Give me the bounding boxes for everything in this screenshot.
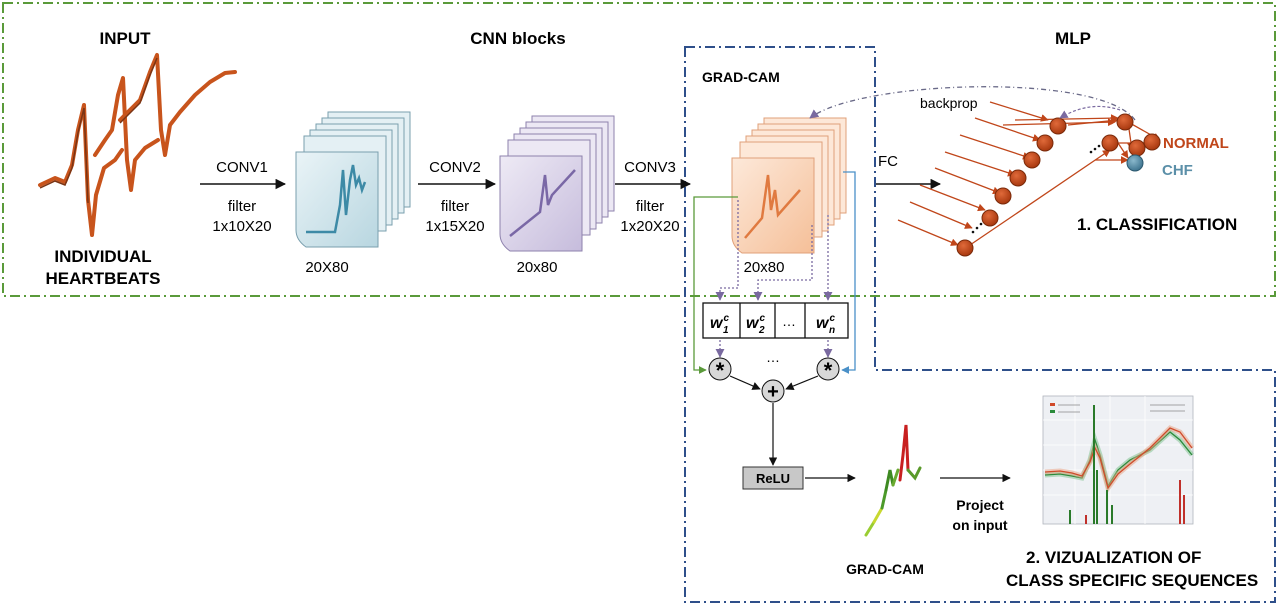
conv1-filter-label: filter: [228, 198, 256, 215]
conv3-feature-maps: [731, 117, 847, 254]
multn-to-sum: [785, 375, 819, 391]
multiply-node-1: [708, 357, 732, 381]
multiply-node-n: [816, 357, 840, 381]
conv2-filter-size: 1x15X20: [425, 218, 484, 235]
header-input: INPUT: [100, 29, 152, 48]
multiply-symbol-1: *: [716, 358, 725, 383]
weight-vector: [702, 302, 849, 339]
fc-label: FC: [878, 153, 898, 170]
sum-symbol: +: [767, 381, 779, 403]
backprop-label: backprop: [920, 95, 978, 111]
mlp-ellipsis-dots: [971, 144, 1101, 234]
relu-label: ReLU: [756, 471, 790, 486]
backprop-arc-inner: [1059, 105, 1121, 119]
chf-output-neuron: [1126, 154, 1144, 172]
class-normal-label: NORMAL: [1163, 135, 1229, 152]
conv2-feature-maps: [499, 115, 615, 252]
gradcam-map-label: GRAD-CAM: [846, 561, 924, 577]
conv1-name: CONV1: [216, 159, 268, 176]
mult1-to-sum: [729, 375, 761, 390]
input-caption-line2: HEARTBEATS: [46, 269, 161, 288]
header-cnn-blocks: CNN blocks: [470, 29, 565, 48]
main-pipeline-frame: [2, 2, 1276, 297]
class-chf-label: CHF: [1162, 162, 1193, 179]
heartbeat-traces: [38, 53, 237, 237]
weight-ellipsis: …: [782, 313, 796, 329]
project-label-line1: Project: [956, 497, 1004, 513]
input-caption-line1: INDIVIDUAL: [54, 247, 151, 266]
header-mlp: MLP: [1055, 29, 1091, 48]
conv1-filter-size: 1x10X20: [212, 218, 271, 235]
last-map-path: [841, 171, 856, 374]
conv2-filter-label: filter: [441, 198, 469, 215]
gradcam-frame: [684, 46, 1276, 603]
visualization-title-line2: CLASS SPECIFIC SEQUENCES: [1006, 571, 1258, 590]
sum-node: [761, 379, 785, 403]
conv3-filter-size: 1x20X20: [620, 218, 679, 235]
conv2-name: CONV2: [429, 159, 481, 176]
conv2-output-size: 20x80: [517, 259, 558, 276]
conv3-output-size: 20x80: [744, 259, 785, 276]
relu-box: [742, 466, 804, 490]
conv3-name: CONV3: [624, 159, 676, 176]
project-label-line2: on input: [952, 517, 1008, 533]
conv3-filter-label: filter: [636, 198, 664, 215]
multiply-symbol-n: *: [824, 358, 833, 383]
visualization-title-line1: 2. VIZUALIZATION OF: [1026, 548, 1201, 567]
gradcam-heatmap: [864, 424, 922, 537]
conv1-feature-maps: [295, 111, 411, 248]
heartbeat-traces-shadow: [39, 57, 158, 204]
conv1-output-size: 20X80: [305, 259, 348, 276]
first-map-path: [693, 196, 738, 374]
map-to-weight-connectors: [715, 200, 833, 358]
backprop-arc: [809, 86, 1136, 121]
header-gradcam: GRAD-CAM: [702, 69, 780, 85]
visualization-thumbnail: [1042, 395, 1194, 525]
classification-label: 1. CLASSIFICATION: [1077, 215, 1237, 234]
multiply-ellipsis: …: [766, 349, 780, 365]
